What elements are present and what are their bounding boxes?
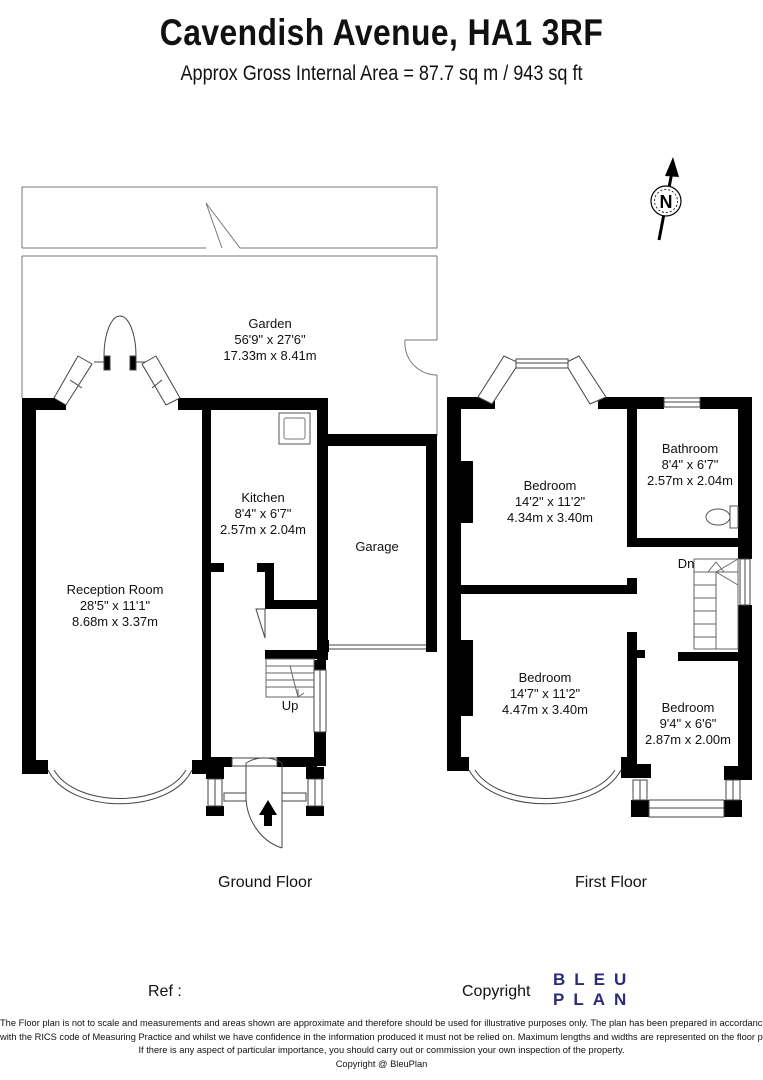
bedroom2-metric: 4.47m x 3.40m — [502, 702, 588, 717]
ground-floor-windows — [47, 315, 426, 849]
garden-name: Garden — [248, 316, 292, 331]
page-title: Cavendish Avenue, HA1 3RF — [159, 12, 604, 53]
copyright-label: Copyright — [462, 983, 531, 1000]
reception-name: Reception Room — [66, 582, 164, 597]
disclaimer: The Floor plan is not to scale and measu… — [0, 1017, 763, 1071]
bedroom1-name: Bedroom — [523, 478, 577, 493]
ground-floor-walls — [22, 398, 437, 826]
logo-line1: BLEU — [553, 970, 636, 989]
kitchen-imperial: 8'4" x 6'7" — [234, 506, 292, 521]
bedroom1-metric: 4.34m x 3.40m — [507, 510, 593, 525]
bathroom-imperial: 8'4" x 6'7" — [661, 457, 719, 472]
bedroom1-label: Bedroom 14'2" x 11'2" 4.34m x 3.40m — [490, 478, 610, 526]
bedroom3-label: Bedroom 9'4" x 6'6" 2.87m x 2.00m — [638, 700, 738, 748]
kitchen-name: Kitchen — [241, 490, 285, 505]
ref-label: Ref : — [148, 983, 182, 1000]
bedroom3-metric: 2.87m x 2.00m — [645, 732, 731, 747]
ground-floor-label: Ground Floor — [218, 874, 313, 891]
reception-metric: 8.68m x 3.37m — [72, 614, 158, 629]
kitchen-metric: 2.57m x 2.04m — [220, 522, 306, 537]
first-floor-windows — [468, 355, 751, 818]
bedroom2-imperial: 14'7" x 11'2" — [509, 686, 581, 701]
first-floor-walls — [447, 397, 752, 817]
reception-imperial: 28'5" x 11'1" — [79, 598, 151, 613]
garage-label: Garage — [330, 539, 424, 555]
logo-line2: PLAN — [553, 990, 636, 1009]
first-floor-label: First Floor — [575, 874, 647, 891]
disclaimer-line: Copyright @ BleuPlan — [335, 1058, 428, 1069]
bathroom-name: Bathroom — [661, 441, 719, 456]
garden-imperial: 56'9" x 27'6" — [234, 332, 306, 347]
garden-label: Garden 56'9" x 27'6" 17.33m x 8.41m — [205, 316, 335, 364]
bedroom2-label: Bedroom 14'7" x 11'2" 4.47m x 3.40m — [485, 670, 605, 718]
disclaimer-line: The Floor plan is not to scale and measu… — [0, 1018, 763, 1028]
kitchen-label: Kitchen 8'4" x 6'7" 2.57m x 2.04m — [210, 490, 316, 538]
disclaimer-line: If there is any aspect of particular imp… — [138, 1045, 625, 1055]
bedroom3-imperial: 9'4" x 6'6" — [659, 716, 717, 731]
stairs-down-label: Dn — [677, 556, 695, 571]
bedroom2-name: Bedroom — [518, 670, 572, 685]
bedroom3-name: Bedroom — [661, 700, 715, 715]
reception-label: Reception Room 28'5" x 11'1" 8.68m x 3.3… — [40, 582, 190, 630]
bleuplan-logo: BLEU PLAN — [553, 970, 633, 1010]
garden-metric: 17.33m x 8.41m — [223, 348, 317, 363]
bathroom-metric: 2.57m x 2.04m — [647, 473, 733, 488]
area-subtitle: Approx Gross Internal Area = 87.7 sq m /… — [180, 62, 583, 85]
garage-name: Garage — [355, 539, 399, 554]
compass-letter: N — [660, 192, 673, 212]
bathroom-label: Bathroom 8'4" x 6'7" 2.57m x 2.04m — [640, 441, 740, 489]
north-compass-icon: N — [650, 157, 682, 241]
bedroom1-imperial: 14'2" x 11'2" — [514, 494, 586, 509]
disclaimer-line: with the RICS code of Measuring Practice… — [0, 1031, 763, 1042]
stairs-up-label: Up — [281, 698, 299, 713]
garden-outline — [21, 186, 438, 436]
